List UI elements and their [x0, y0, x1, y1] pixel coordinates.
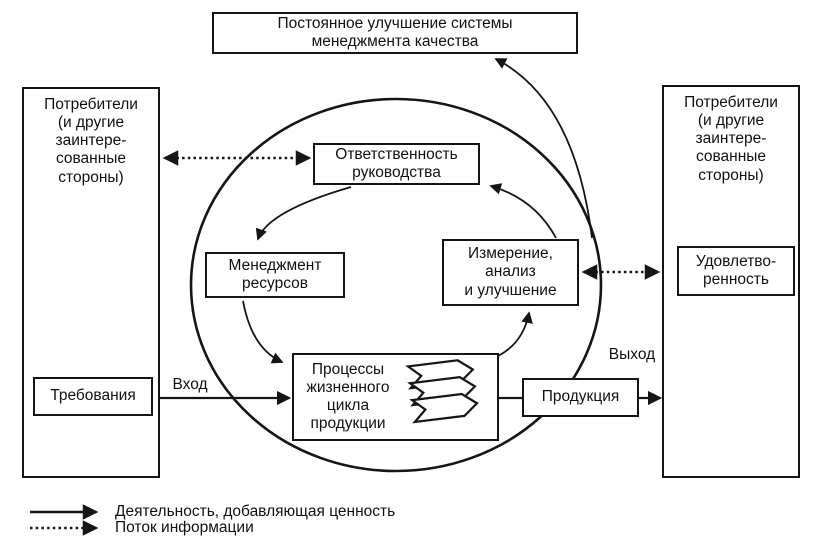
requirements-box: Требования [33, 377, 153, 416]
arc-processes-to-measurement [495, 311, 533, 358]
measurement-analysis-box: Измерение, анализ и улучшение [442, 239, 579, 306]
process-cycle-circle [189, 97, 603, 473]
process-banners-icon [405, 359, 479, 424]
legend-value-adding-label: Деятельность, добавляющая ценность [115, 503, 396, 520]
management-responsibility-box: Ответственность руководства [313, 143, 480, 185]
product-box: Продукция [522, 378, 639, 417]
legend-information-flow-label: Поток информации [115, 519, 254, 536]
resource-management-box: Менеджмент ресурсов [205, 252, 345, 298]
improvement-arrow [494, 58, 593, 239]
arc-resources-to-processes [242, 300, 284, 364]
input-label: Вход [172, 376, 208, 393]
left-stakeholders-box: Потребители (и другие заинтере- сованные… [22, 87, 160, 478]
arc-responsibility-to-resources [255, 186, 352, 241]
product-lifecycle-label: Процессы жизненного цикла продукции [306, 360, 390, 433]
product-lifecycle-box: Процессы жизненного цикла продукции [292, 353, 499, 441]
arc-measurement-to-responsibility [489, 183, 557, 239]
output-label: Выход [608, 346, 656, 363]
continual-improvement-box: Постоянное улучшение системы менеджмента… [212, 12, 578, 54]
satisfaction-box: Удовлетво- ренность [677, 246, 795, 296]
